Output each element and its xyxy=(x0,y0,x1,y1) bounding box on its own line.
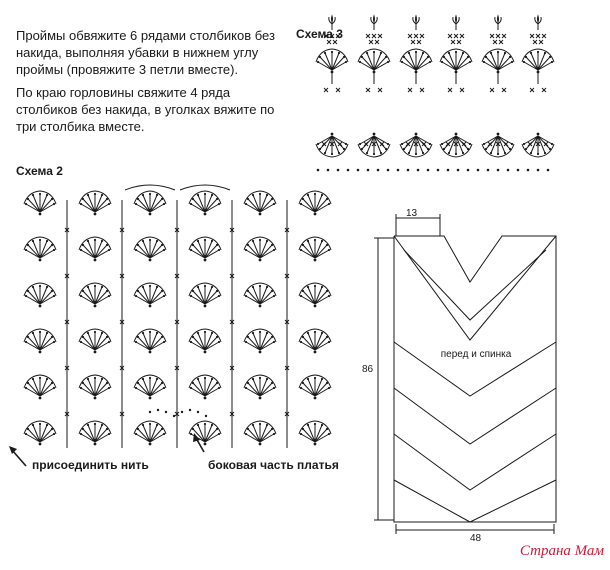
arrow-icon-join-thread xyxy=(9,446,27,467)
caption-side-part: боковая часть платья xyxy=(208,458,339,472)
scheme-3-title: Схема 3 xyxy=(296,27,343,41)
instruction-armhole: Проймы обвяжите 6 рядами столбиков без н… xyxy=(16,28,275,77)
instruction-neckline: По краю горловины свяжите 4 ряда столбик… xyxy=(16,85,275,134)
arrow-icon-side-part xyxy=(193,433,205,453)
caption-join-thread: присоединить нить xyxy=(32,458,149,472)
dimension-height: 86 xyxy=(362,364,374,375)
watermark: Страна Мам xyxy=(519,543,604,559)
dimension-bottom: 48 xyxy=(470,533,482,544)
scheme-2-grid xyxy=(23,184,332,448)
piece-label: перед и спинка xyxy=(440,349,512,360)
scheme-2-title: Схема 2 xyxy=(16,164,63,178)
dress-pattern xyxy=(374,214,557,534)
scheme-3-band xyxy=(316,16,554,172)
dimension-width: 13 xyxy=(406,208,418,219)
